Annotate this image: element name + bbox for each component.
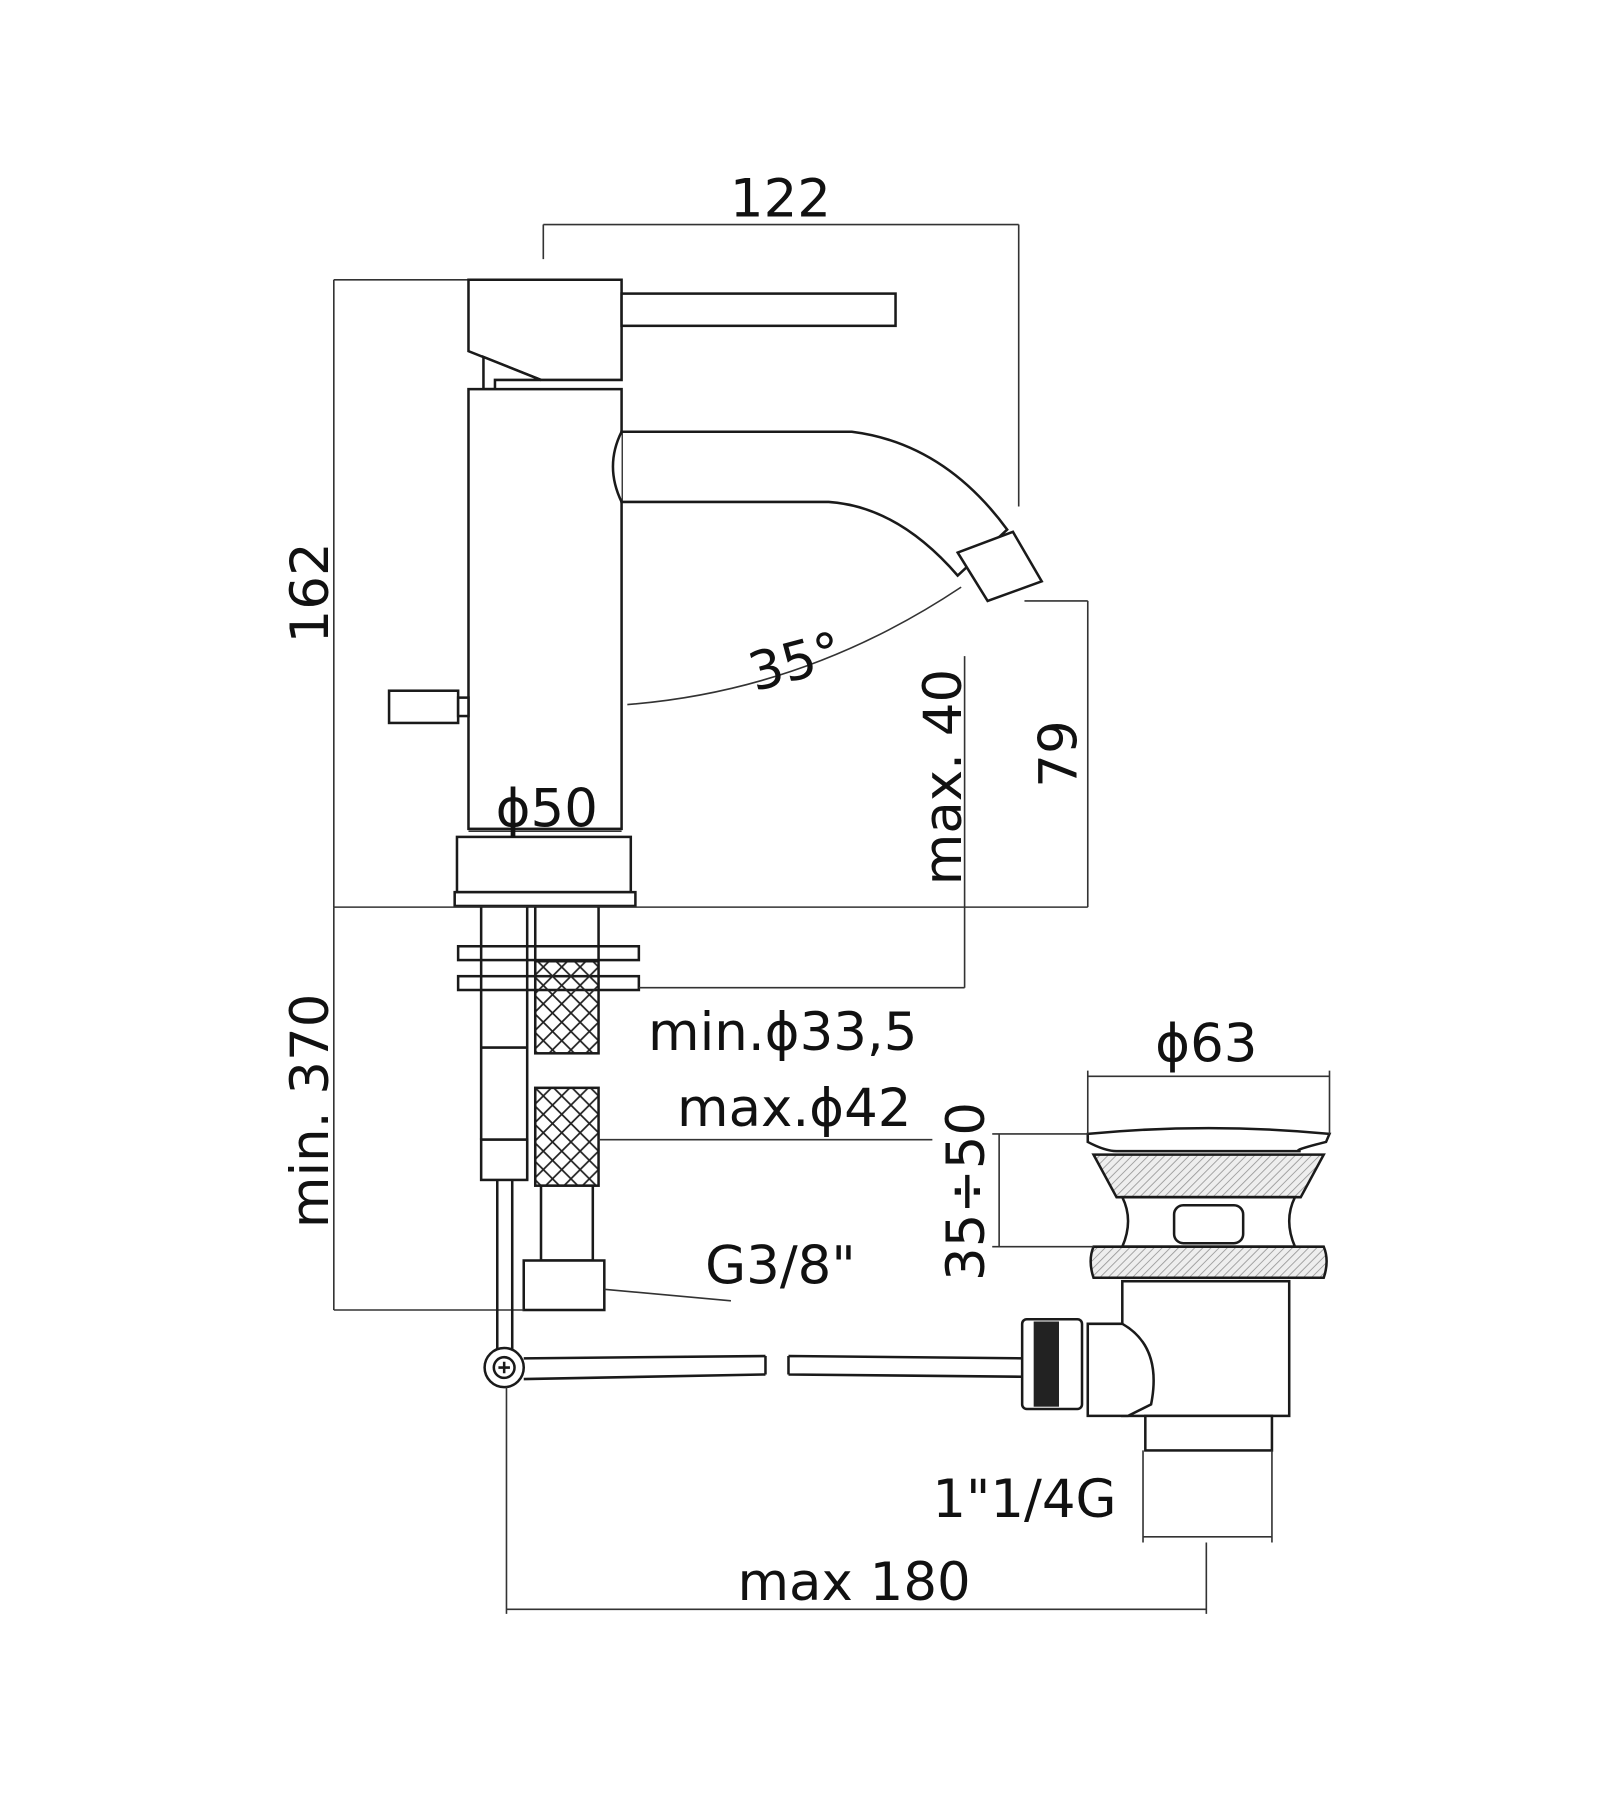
dim-range-label: 35÷50	[936, 1102, 997, 1281]
waste-assembly	[1020, 1126, 1332, 1452]
dim-max40-label: max. 40	[913, 669, 974, 885]
dimension-hose-thread: G3/8"	[604, 1236, 856, 1302]
dim-370-label: min. 370	[280, 994, 341, 1229]
dimension-hole-min: min.ϕ33,5	[638, 986, 965, 1063]
dim-thread-label: 1"1/4G	[932, 1469, 1116, 1530]
dim-162-label: 162	[280, 542, 341, 643]
dimension-waste-thread: 1"1/4G	[932, 1450, 1273, 1543]
faucet-handle	[467, 278, 897, 391]
dim-angle-label: 35°	[742, 621, 848, 704]
dimension-angle: 35°	[627, 586, 962, 706]
dimension-max-40: max. 40	[913, 656, 974, 988]
dimension-width-122: 122	[542, 168, 1020, 507]
dimension-height-79: 79	[1024, 600, 1089, 908]
dimension-base-diameter: ϕ50	[468, 779, 622, 840]
dimension-height-162: 162	[280, 278, 469, 908]
faucet-shank	[456, 907, 641, 1312]
dim-50-label: ϕ50	[496, 779, 598, 840]
dimension-waste-range: 35÷50	[936, 1102, 1094, 1281]
dim-63-label: ϕ63	[1155, 1013, 1257, 1074]
faucet-body	[387, 387, 1044, 908]
dim-122-label: 122	[730, 168, 831, 229]
dimension-hole-max: max.ϕ42	[598, 1078, 933, 1141]
dim-79-label: 79	[1028, 720, 1089, 787]
dim-hole-max-label: max.ϕ42	[677, 1078, 911, 1139]
dim-hole-min-label: min.ϕ33,5	[648, 1002, 917, 1063]
dim-g38-label: G3/8"	[705, 1236, 856, 1297]
dimension-max-180: max 180	[505, 1387, 1208, 1614]
dimension-min-370: min. 370	[280, 907, 524, 1311]
popup-rod	[483, 1179, 1025, 1389]
dimension-waste-diameter: ϕ63	[1086, 1013, 1331, 1134]
dim-180-label: max 180	[737, 1552, 970, 1613]
